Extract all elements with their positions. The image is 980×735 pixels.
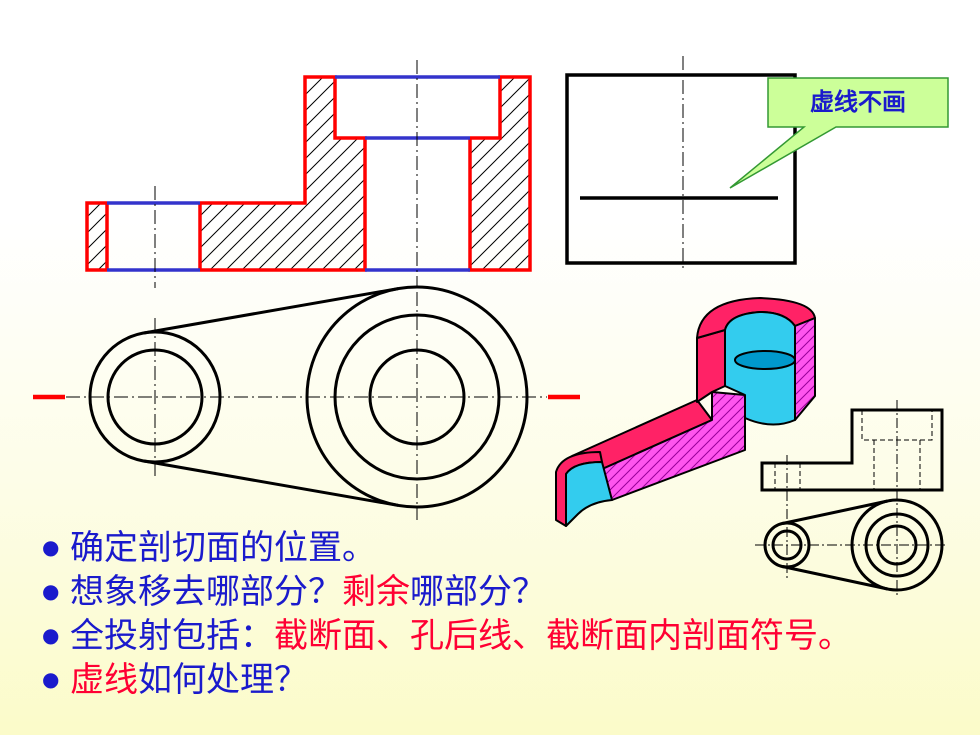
bullet-text-highlight: 截断面、孔后线、截断面内剖面符号。 [274,616,852,656]
front-section-view [85,60,532,288]
bullet-item: ● 虚线如何处理？ [42,658,972,702]
bullet-text: 确定剖切面的位置。 [70,528,376,568]
hatch-region-middle [200,77,365,270]
section-outline-red [85,75,532,272]
callout-bubble [729,77,949,189]
front-center-lines [154,60,418,288]
small-lower-tangent [782,565,888,591]
small-hole-hidden [873,440,921,490]
side-view-outline [565,73,797,265]
bullet-list: ● 确定剖切面的位置。 ● 想象移去哪部分？剩余哪部分？ ● 全投射包括：截断面、孔后… [42,526,972,702]
bullet-icon: ● [42,579,60,603]
bullet-item: ● 确定剖切面的位置。 [42,526,972,570]
bullet-icon: ● [42,535,60,559]
iso-boss-right-section-face [794,317,816,421]
side-view [565,56,797,272]
callout-label: 虚线不画 [810,88,906,116]
bullet-text: 哪部分？ [410,572,546,612]
outline-left-arm [85,201,109,272]
small-arm-hole-hidden [774,463,801,490]
lower-tangent-line [143,459,399,507]
iso-boss-left-face [696,329,726,403]
bullet-item: ● 想象移去哪部分？剩余哪部分？ [42,570,972,614]
outline-body-left [200,75,367,272]
bullet-text: 全投射包括： [70,616,274,656]
bullet-text: 想象移去哪部分？ [70,572,342,612]
hole-line-arm [107,201,200,272]
bullet-item: ● 全投射包括：截断面、孔后线、截断面内剖面符号。 [42,614,972,658]
hatch-region-left [87,203,107,270]
bullet-text-highlight: 虚线 [70,660,138,700]
bullet-text-highlight: 剩余 [342,572,410,612]
iso-small-boss-hole [565,461,613,527]
iso-boss-hole-step [734,350,796,370]
upper-tangent-line [143,287,399,335]
small-front-outline [760,408,944,492]
bullet-icon: ● [42,623,60,647]
bullet-text: 如何处理？ [138,660,308,700]
bullet-icon: ● [42,667,60,691]
top-view-center-lines [66,292,547,520]
small-view-center-lines [755,400,948,595]
isometric-section-view [555,297,816,527]
hatch-region-right [470,77,530,270]
small-upper-tangent [782,499,888,525]
